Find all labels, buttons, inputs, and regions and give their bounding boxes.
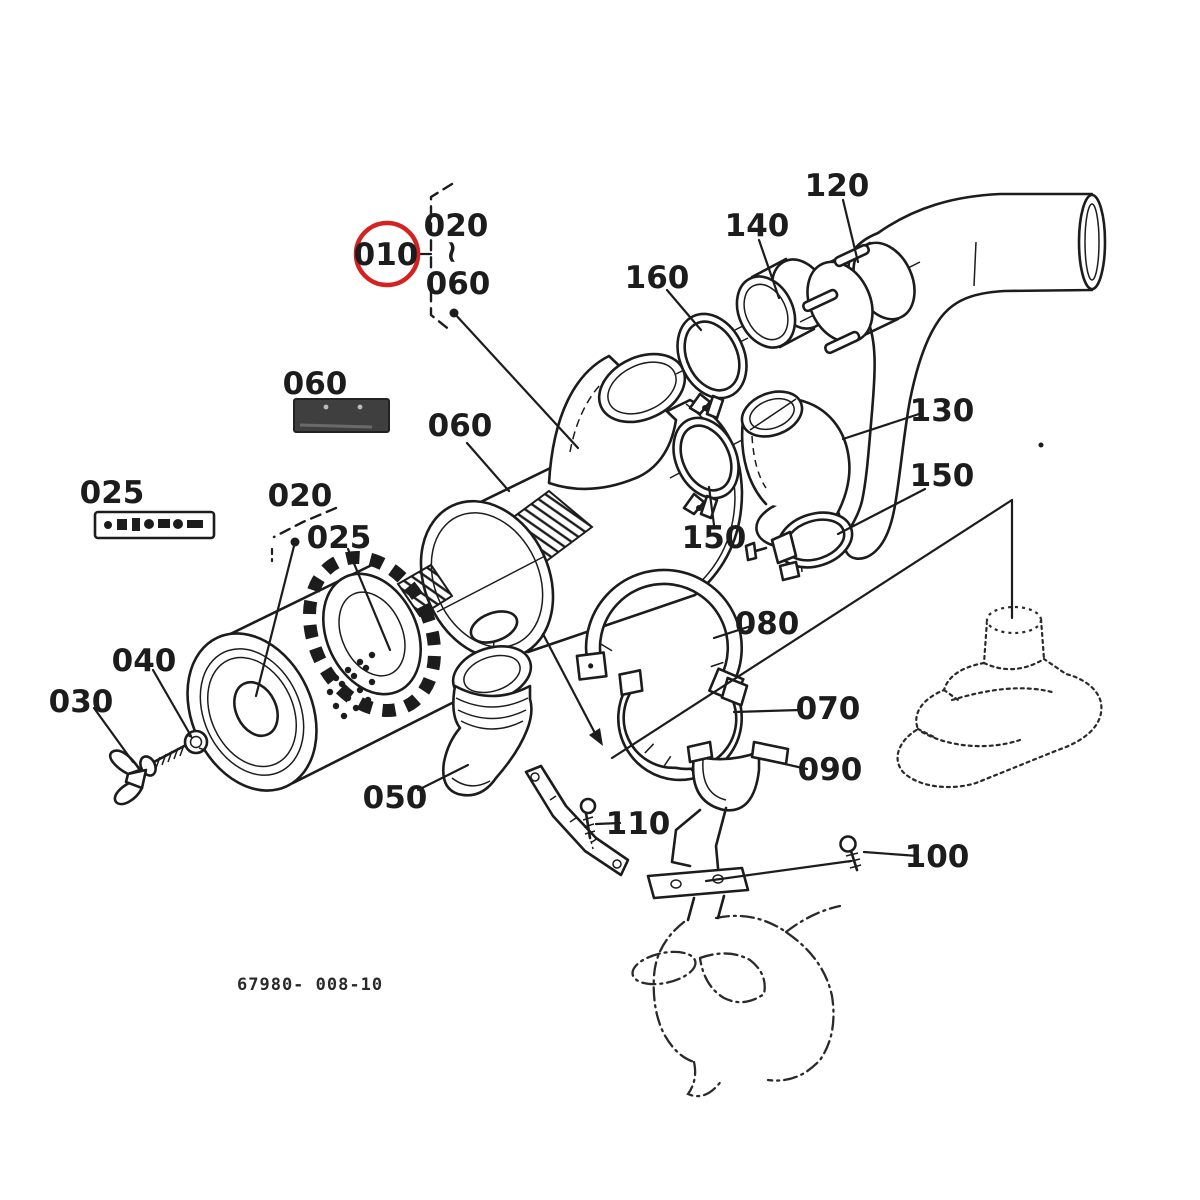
callout-010[interactable]: 010	[354, 237, 419, 273]
bolt-100	[839, 835, 862, 872]
callout-020-filter[interactable]: 020	[268, 478, 333, 514]
callout-range-separator: ~	[434, 239, 470, 265]
intake-duct	[896, 605, 1103, 789]
intake-collar-120	[799, 241, 921, 355]
drawing-number: 67980- 008-10	[237, 975, 383, 995]
callout-120[interactable]: 120	[805, 168, 870, 204]
selected-part-highlight	[353, 220, 421, 288]
callout-060-body[interactable]: 060	[428, 408, 493, 444]
perforation-dots	[326, 651, 376, 720]
callout-040[interactable]: 040	[112, 643, 177, 679]
callout-025-cage[interactable]: 025	[307, 520, 372, 556]
callout-050[interactable]: 050	[363, 780, 428, 816]
leader-lines	[92, 182, 1044, 883]
callout-025-decal[interactable]: 025	[80, 475, 145, 511]
callout-070[interactable]: 070	[796, 691, 861, 727]
bolt-110	[579, 797, 597, 850]
callout-100[interactable]: 100	[905, 839, 970, 875]
engine-phantom	[631, 904, 842, 1098]
callout-130[interactable]: 130	[910, 393, 975, 429]
callout-090[interactable]: 090	[798, 752, 863, 788]
hose-clamp-150-bolt	[744, 511, 854, 582]
wing-bolt-nut	[183, 729, 209, 755]
callout-labels: 010 020 ~ 060 120 140 160 130 150 150 06…	[49, 168, 975, 875]
callout-140[interactable]: 140	[725, 208, 790, 244]
callout-080[interactable]: 080	[735, 606, 800, 642]
callout-range-to[interactable]: 060	[426, 266, 491, 302]
hose-clamp-160	[675, 312, 749, 420]
service-decal-025	[93, 510, 216, 540]
cradle-070	[616, 669, 749, 782]
hose-clamp-150-spring	[669, 416, 743, 520]
callout-150-right[interactable]: 150	[910, 458, 975, 494]
callout-160[interactable]: 160	[625, 260, 690, 296]
filter-element	[186, 550, 454, 792]
dust-ejector-valve	[442, 645, 533, 797]
mounting-bracket-090	[646, 740, 790, 922]
callout-110[interactable]: 110	[606, 806, 671, 842]
callout-range-from[interactable]: 020	[424, 208, 489, 244]
callout-150-mid[interactable]: 150	[682, 520, 747, 556]
callout-060-label[interactable]: 060	[283, 366, 348, 402]
caution-label-060	[293, 398, 390, 433]
wing-bolt	[108, 742, 190, 806]
callout-030[interactable]: 030	[49, 684, 114, 720]
air-cleaner-body	[419, 352, 744, 667]
stay-strap	[524, 764, 630, 877]
